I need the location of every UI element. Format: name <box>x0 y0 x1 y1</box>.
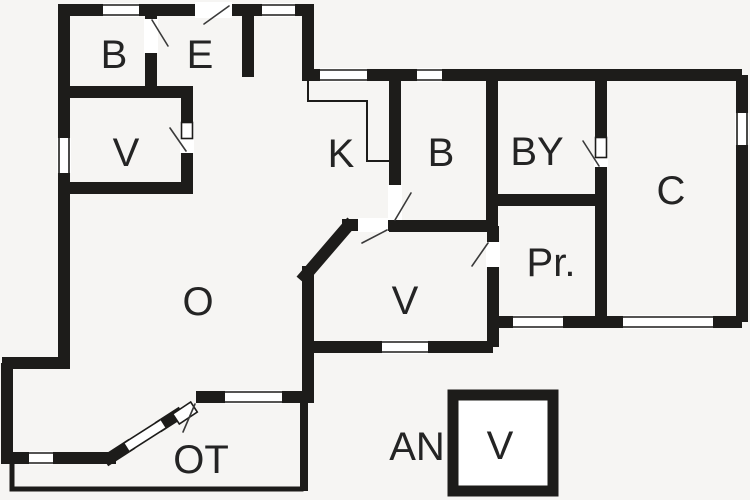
room-label-v1: V <box>113 131 140 175</box>
window <box>262 3 295 17</box>
window-diagonal <box>123 419 167 452</box>
walls <box>1 4 748 467</box>
window <box>417 68 442 82</box>
room-label-annex-v: V <box>487 424 514 468</box>
window <box>513 315 563 329</box>
room-label-v2: V <box>392 279 419 323</box>
window <box>320 68 367 82</box>
annex-building-outline <box>447 389 559 497</box>
door-opening <box>195 2 232 18</box>
door-swing-line <box>182 403 196 433</box>
door-swing-line <box>582 140 600 167</box>
room-label-pr: Pr. <box>527 241 576 285</box>
room-label-bedroom-1: B <box>101 33 128 77</box>
window <box>735 113 749 145</box>
door-opening <box>486 242 500 267</box>
room-label-annex: AN <box>389 425 445 469</box>
room-label-kitchen: K <box>328 132 355 176</box>
window <box>623 315 713 329</box>
wall-diagonal <box>101 438 136 467</box>
door-opening <box>388 185 402 220</box>
room-label-bedroom-2: B <box>428 131 455 175</box>
door-swing-line <box>203 5 230 25</box>
window <box>382 340 428 354</box>
door-leaf <box>180 121 194 140</box>
door-opening <box>358 218 388 232</box>
room-label-entry: E <box>187 33 214 77</box>
room-label-utility-by: BY <box>510 130 563 174</box>
wall-chamfer <box>296 217 357 285</box>
door-swings <box>151 5 600 433</box>
window <box>103 3 139 17</box>
room-labels: B E V K B BY C O Pr. V OT AN V <box>101 33 686 482</box>
room-label-terrace-ot: OT <box>173 438 229 482</box>
window <box>29 451 53 465</box>
door-swing-line <box>151 19 169 47</box>
window <box>57 138 71 173</box>
terrace-outline <box>9 401 308 492</box>
door-opening <box>144 19 158 53</box>
door-leaf <box>171 400 199 426</box>
room-label-c: C <box>657 169 686 213</box>
window <box>225 390 282 404</box>
windows <box>29 3 749 465</box>
kitchen-boundary-line <box>307 81 390 162</box>
door-leaves <box>171 121 608 426</box>
door-swing-line <box>394 192 412 221</box>
room-label-living: O <box>182 280 213 324</box>
door-swing-line <box>169 127 187 152</box>
door-swing-line <box>361 229 388 244</box>
door-leaf <box>594 136 608 159</box>
door-swing-line <box>471 242 489 267</box>
